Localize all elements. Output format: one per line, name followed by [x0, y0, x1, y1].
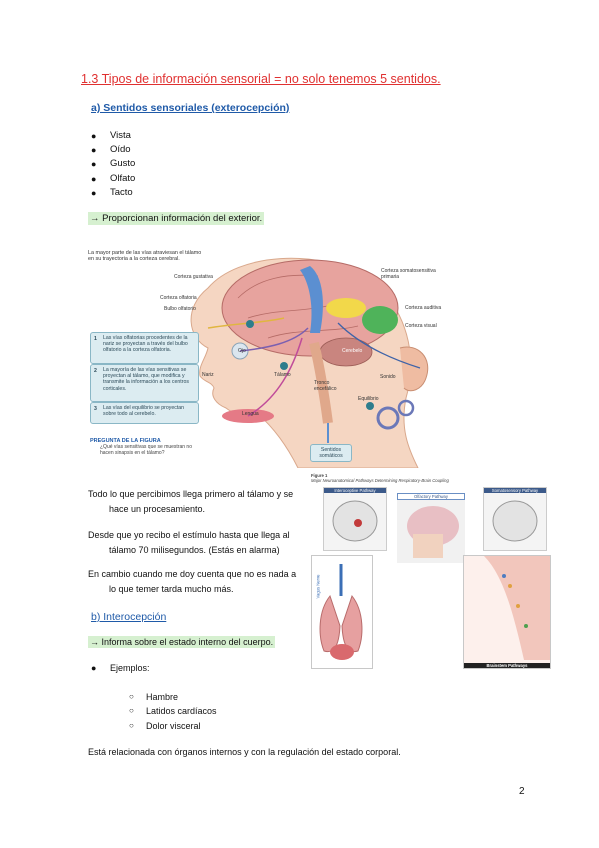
list-item: ●Ejemplos:: [91, 663, 150, 673]
list-item: ●Gusto: [91, 158, 136, 170]
paragraph-talamo: Todo lo que percibimos llega primero al …: [88, 489, 294, 514]
label-lengua: Lengua: [242, 411, 259, 417]
lungs-panel: Vagus Nerve: [311, 555, 373, 669]
brainstem-panel: Brainstem Pathways: [463, 555, 551, 669]
label-corteza-somatosensitiva: Corteza somatosensitiva primaria: [381, 268, 436, 280]
label-nariz: Nariz: [202, 372, 214, 378]
exterocepcion-summary: → Proporcionan información del exterior.: [88, 212, 265, 225]
interoceptive-panel: Interoceptive Pathway: [323, 487, 387, 551]
label-talamo: Tálamo: [274, 372, 291, 378]
figure-question: PREGUNTA DE LA FIGURA ¿Qué vías sensitiv…: [90, 438, 200, 456]
list-item: ●Vista: [91, 130, 131, 141]
paragraph-temer: En cambio cuando me doy cuenta que no es…: [88, 569, 297, 594]
paragraph-milisegundos: Desde que yo recibo el estímulo hasta qu…: [88, 530, 290, 555]
figure2-label: Figure 1: [311, 473, 328, 478]
label-corteza-auditiva: Corteza auditiva: [405, 305, 442, 311]
list-item: ○Dolor visceral: [129, 720, 201, 731]
list-item: ●Oído: [91, 144, 131, 156]
callout-number: 2: [94, 368, 97, 374]
brainstem-label: Brainstem Pathways: [464, 663, 550, 668]
label-corteza-gustativa: Corteza gustativa: [174, 274, 213, 280]
label-corteza-visual: Corteza visual: [405, 323, 437, 329]
section-heading: 1.3 Tipos de información sensorial = no …: [81, 72, 441, 86]
olfactory-panel: Olfactory Pathway: [397, 493, 465, 563]
figure-title: La mayor parte de las vías atraviesan el…: [88, 250, 202, 263]
label-bulbo-olfatorio: Bulbo olfatorio: [164, 306, 196, 312]
subheading-interocepcion: b) Interocepción: [91, 611, 167, 623]
question-title: PREGUNTA DE LA FIGURA: [90, 438, 161, 444]
callout-number: 3: [94, 406, 97, 412]
respiratory-brain-figure: Figure 1 Major Neuroanatomical Pathways …: [311, 473, 551, 671]
callout-olfactory: 1 Las vías olfatorias procedentes de la …: [90, 332, 199, 364]
vagus-nerve-label: Vagus Nerve: [315, 574, 321, 599]
list-item: ○Latidos cardíacos: [129, 706, 217, 717]
list-item: ●Tacto: [91, 186, 133, 198]
callout-number: 1: [94, 336, 97, 342]
label-equilibrio: Equilibrio: [358, 396, 379, 402]
closing-sentence: Está relacionada con órganos internos y …: [88, 747, 401, 757]
interocepcion-summary: → Informa sobre el estado interno del cu…: [88, 636, 276, 648]
label-sonido: Sonido: [380, 374, 396, 380]
somatosensory-panel: Somatosensory Pathway: [483, 487, 547, 551]
sensory-pathways-figure: La mayor parte de las vías atraviesan el…: [88, 248, 450, 469]
page-number: 2: [519, 786, 525, 797]
senses-list: ●Vista ●Oído ●Gusto ●Olfato ●Tacto: [91, 129, 136, 200]
label-ojo: Ojo: [238, 348, 246, 354]
label-corteza-olfatoria: Corteza olfatoria: [160, 295, 197, 301]
sensory-pathways-illustration: [190, 257, 429, 469]
list-item: ○Hambre: [129, 692, 179, 702]
question-text: ¿Qué vías sensitivas que se muestran no …: [100, 444, 192, 456]
subheading-exterocepcion: a) Sentidos sensoriales (exterocepción): [91, 102, 290, 114]
label-sentidos-somaticos: Sentidos somáticos: [310, 444, 352, 463]
examples-list: ○Hambre ○Latidos cardíacos ○Dolor viscer…: [129, 690, 217, 733]
callout-balance: 3 Las vías del equilibrio se proyectan s…: [90, 402, 199, 424]
label-tronco: Tronco encefálico: [314, 380, 337, 392]
examples-label-list: ●Ejemplos:: [91, 661, 150, 675]
figure2-title: Major Neuroanatomical Pathways Determini…: [311, 478, 449, 483]
list-item: ●Olfato: [91, 172, 136, 184]
callout-thalamus: 2 La mayoría de las vías sensitivas se p…: [90, 364, 199, 402]
label-cerebelo: Cerebelo: [342, 348, 363, 354]
